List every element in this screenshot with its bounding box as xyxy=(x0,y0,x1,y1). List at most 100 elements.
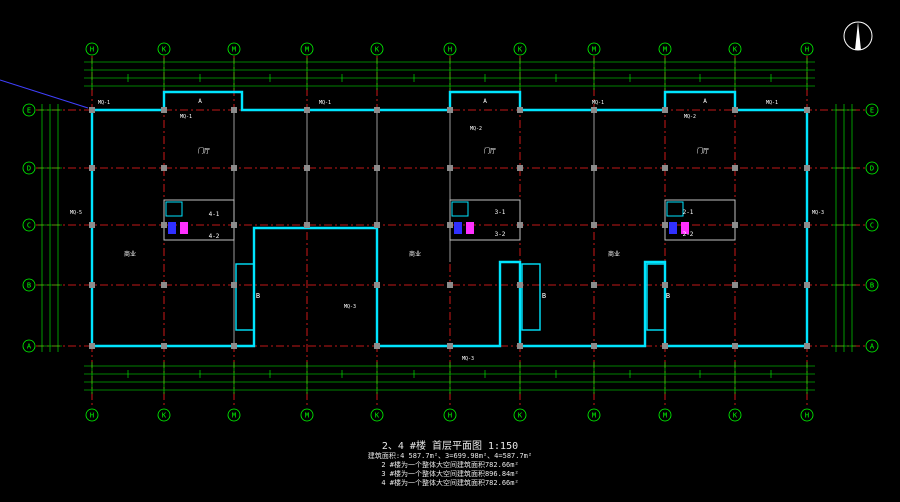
axis-label: M xyxy=(305,46,309,54)
column xyxy=(591,343,597,349)
north-arrow-icon xyxy=(843,21,873,51)
stair-label: 2-1 xyxy=(683,209,694,216)
axis-label: E xyxy=(870,107,874,115)
column xyxy=(231,107,237,113)
column xyxy=(804,222,810,228)
column xyxy=(662,165,668,171)
axis-label: H xyxy=(448,46,452,54)
axis-bubble xyxy=(658,408,672,422)
axis-bubble xyxy=(587,408,601,422)
axis-bubble xyxy=(22,103,36,117)
stair-label: 2-2 xyxy=(683,231,694,238)
axis-bubble xyxy=(513,42,527,56)
column xyxy=(374,282,380,288)
column xyxy=(231,222,237,228)
stair-core xyxy=(664,199,736,241)
room-label-balcony-a: A xyxy=(198,98,202,105)
elevator-car xyxy=(168,222,176,234)
room-label-stair-b: B xyxy=(542,292,546,300)
axis-label: B xyxy=(27,282,31,290)
axis-label: M xyxy=(232,412,236,420)
axis-bubble xyxy=(443,408,457,422)
column xyxy=(591,107,597,113)
room-label-balcony-a: A xyxy=(483,98,487,105)
axis-bubble xyxy=(22,339,36,353)
column xyxy=(304,165,310,171)
column xyxy=(591,222,597,228)
axis-label: A xyxy=(870,343,875,351)
axis-label: K xyxy=(162,46,167,54)
area-stat-line: 建筑面积:4 587.7m²、3=699.98m²、4=587.7m² xyxy=(367,452,533,460)
axis-bubble xyxy=(728,408,742,422)
axis-label: M xyxy=(663,412,667,420)
column xyxy=(374,165,380,171)
axis-bubble xyxy=(22,278,36,292)
column xyxy=(161,343,167,349)
column xyxy=(517,282,523,288)
room-label-hall: 门厅 xyxy=(198,147,210,155)
axis-label: E xyxy=(27,107,31,115)
axis-bubble xyxy=(865,161,879,175)
axis-label: K xyxy=(733,412,738,420)
column xyxy=(231,282,237,288)
stair-core xyxy=(163,199,235,241)
window-label: MQ-3 xyxy=(462,356,474,362)
column xyxy=(89,343,95,349)
column xyxy=(89,165,95,171)
stair-label: 4-1 xyxy=(209,211,220,218)
stair-core xyxy=(449,199,521,241)
window-label: MQ-1 xyxy=(98,100,110,106)
axis-label: H xyxy=(805,46,809,54)
column xyxy=(161,107,167,113)
column xyxy=(89,282,95,288)
window-label: MQ-1 xyxy=(180,114,192,120)
column xyxy=(374,222,380,228)
column xyxy=(662,343,668,349)
column xyxy=(447,222,453,228)
axis-label: H xyxy=(90,412,94,420)
axis-label: K xyxy=(375,412,380,420)
axis-label: M xyxy=(305,412,309,420)
dimension-lines xyxy=(38,58,856,394)
stair-label: 3-1 xyxy=(495,209,506,216)
axis-bubble xyxy=(22,218,36,232)
stair-b xyxy=(646,263,666,331)
axis-label: H xyxy=(90,46,94,54)
stair-label: 3-2 xyxy=(495,231,506,238)
axis-label: D xyxy=(27,165,31,173)
column xyxy=(161,165,167,171)
axis-label: B xyxy=(870,282,874,290)
elevator-car xyxy=(454,222,462,234)
column xyxy=(304,222,310,228)
stair-b xyxy=(521,263,541,331)
window-label: MQ-3 xyxy=(344,304,356,310)
axis-bubble xyxy=(85,408,99,422)
elevator-shaft xyxy=(666,201,684,217)
axis-bubble xyxy=(800,408,814,422)
axis-label: K xyxy=(733,46,738,54)
column xyxy=(517,165,523,171)
column xyxy=(732,165,738,171)
axis-bubble xyxy=(865,103,879,117)
axis-bubble xyxy=(443,42,457,56)
axis-label: K xyxy=(518,46,523,54)
axis-label: C xyxy=(27,222,31,230)
axis-bubble xyxy=(300,42,314,56)
axis-bubble xyxy=(865,218,879,232)
room-label-shop: 商业 xyxy=(124,250,136,258)
column xyxy=(804,165,810,171)
column xyxy=(662,222,668,228)
column xyxy=(161,222,167,228)
column xyxy=(591,165,597,171)
axis-label: K xyxy=(162,412,167,420)
window-label: MQ-2 xyxy=(470,126,482,132)
window-label: MQ-1 xyxy=(592,100,604,106)
column xyxy=(447,343,453,349)
axis-label: M xyxy=(592,46,596,54)
axis-bubble xyxy=(300,408,314,422)
leader-line xyxy=(0,79,89,109)
elevator-shaft xyxy=(451,201,469,217)
axis-bubble xyxy=(157,42,171,56)
drawing-scale: 1:150 xyxy=(488,441,519,452)
